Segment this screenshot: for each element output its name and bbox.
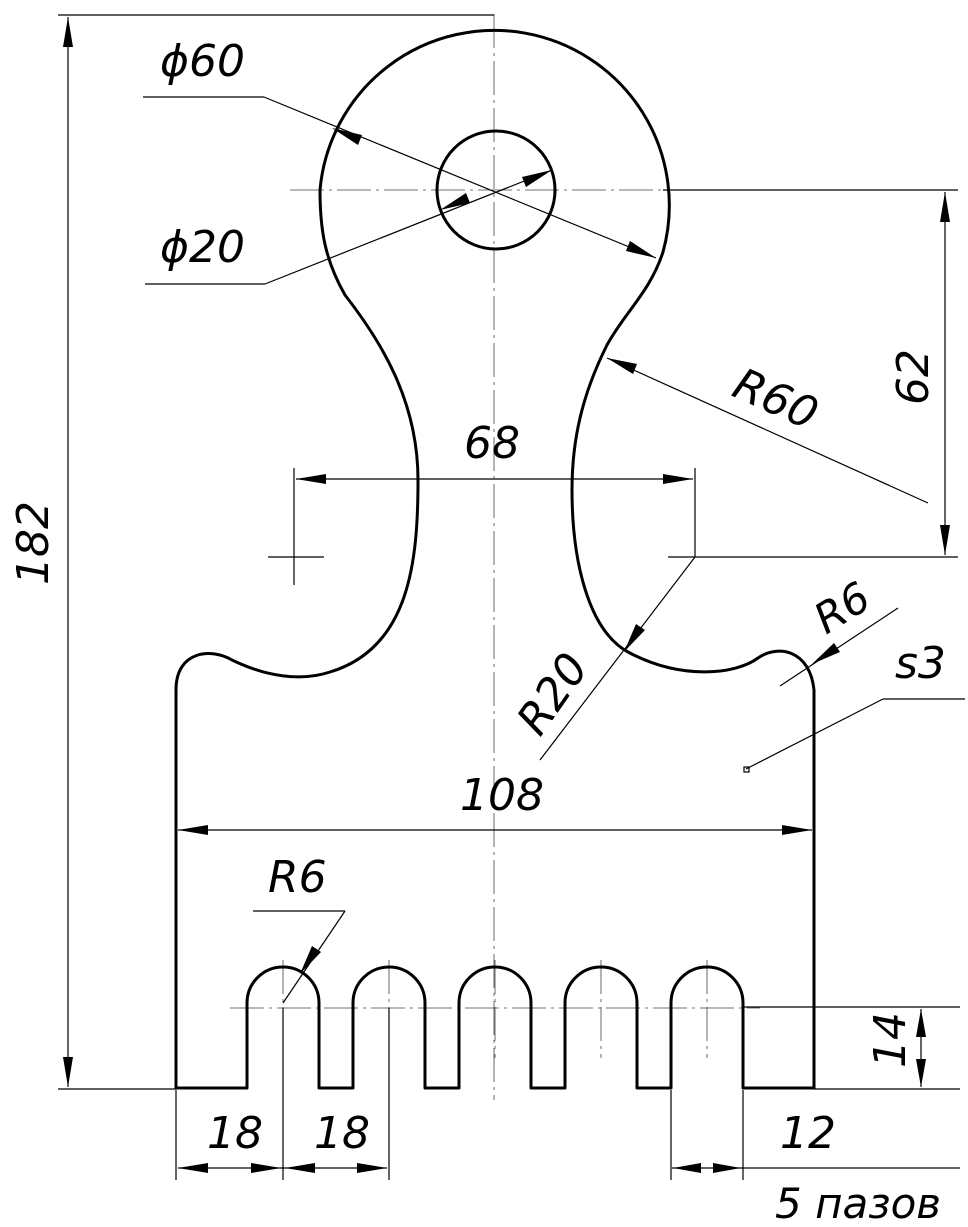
- dim-radius-shoulder-label: R6: [805, 572, 878, 643]
- dim-body-width: 108: [178, 770, 812, 835]
- dim-dia-outer: ϕ60: [143, 36, 657, 259]
- dim-slot-depth: 14: [743, 1006, 960, 1090]
- dim-slot-depth-label: 14: [865, 1012, 916, 1068]
- dim-neck-width-label: 68: [464, 418, 520, 469]
- note-slot-count: 5 пазов: [775, 1179, 941, 1227]
- dim-edge-offset-label: 18: [207, 1108, 263, 1159]
- dim-dia-hole: ϕ20: [145, 169, 553, 285]
- part-outline: [174, 28, 816, 1090]
- dim-height-center-label: 62: [888, 349, 939, 405]
- dim-slot-pitch-label: 18: [314, 1108, 370, 1159]
- dim-height-center: 62: [663, 189, 958, 558]
- dim-radius-slot: R6: [253, 852, 346, 1004]
- dim-neck-width: 68: [268, 418, 696, 585]
- dim-total-height-label: 182: [8, 501, 59, 585]
- dim-bottom-row: 18 18 12 5 пазов: [175, 1008, 960, 1227]
- dim-dia-outer-label: ϕ60: [160, 36, 245, 87]
- dim-body-width-label: 108: [460, 770, 544, 821]
- dim-slot-width-label: 12: [780, 1108, 836, 1159]
- dim-radius-neck-label: R60: [726, 358, 826, 440]
- dim-total-height: 182: [8, 14, 494, 1090]
- dim-dia-hole-label: ϕ20: [160, 222, 245, 273]
- dim-radius-fillet-label: R20: [507, 644, 598, 744]
- dim-radius-neck: R60: [606, 357, 929, 504]
- dim-radius-shoulder: R6: [779, 572, 899, 687]
- note-thickness: s3: [743, 638, 965, 773]
- dim-radius-slot-label: R6: [268, 852, 327, 903]
- dim-radius-fillet: R20: [507, 556, 696, 761]
- center-hole: [435, 129, 557, 251]
- note-thickness-label: s3: [895, 638, 946, 689]
